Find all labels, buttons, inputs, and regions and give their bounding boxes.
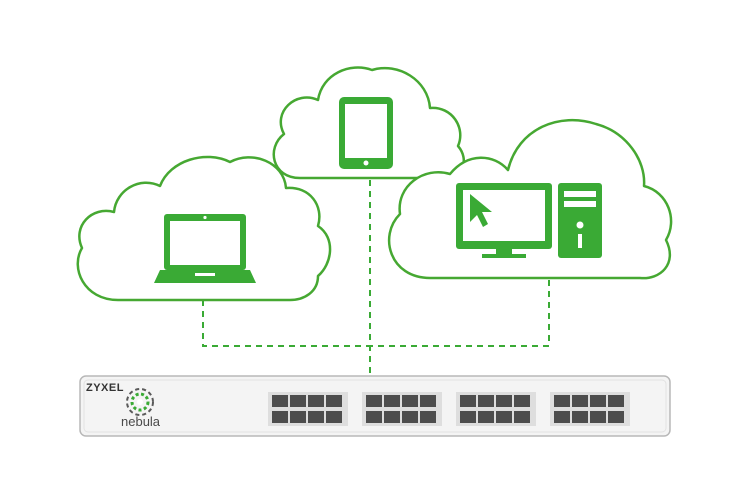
desktop-cloud <box>387 118 673 280</box>
laptop-cloud <box>76 155 332 302</box>
port-group <box>550 392 630 426</box>
cursor-icon <box>470 194 492 227</box>
laptop-icon <box>154 214 256 283</box>
desktop-connection-line <box>370 280 550 347</box>
laptop-connection-line <box>202 300 370 347</box>
network-switch: ZYXEL nebula <box>79 375 671 437</box>
brand-label: ZYXEL <box>86 382 124 394</box>
port-group <box>456 392 536 426</box>
nebula-logo-icon <box>126 388 154 416</box>
product-label: nebula <box>121 414 161 429</box>
tablet-cloud <box>272 66 465 180</box>
desktop-icon <box>456 183 602 258</box>
connection-lines <box>202 180 550 376</box>
port-group <box>268 392 348 426</box>
tablet-icon <box>339 97 393 169</box>
port-group <box>362 392 442 426</box>
pc-tower-icon <box>558 183 602 258</box>
